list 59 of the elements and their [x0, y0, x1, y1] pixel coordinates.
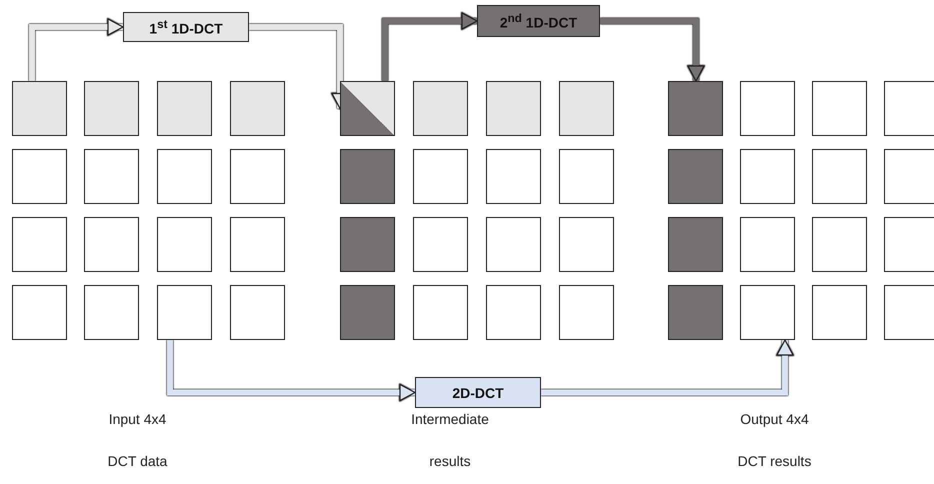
grid-cell	[230, 285, 285, 340]
grid-cell	[486, 217, 541, 272]
grid-cell	[740, 217, 795, 272]
grid-cell	[12, 285, 67, 340]
arrow	[600, 18, 705, 82]
grid-cell	[559, 217, 614, 272]
grid-cell	[884, 149, 934, 204]
grid-cell	[559, 285, 614, 340]
grid-cell	[884, 81, 934, 136]
grid-cell	[84, 217, 139, 272]
caption-text: Output 4x4 DCT results	[736, 410, 812, 471]
grid-cell	[559, 149, 614, 204]
arrow	[541, 339, 794, 396]
grid-cell	[668, 285, 723, 340]
process-box: 2$^{nd}$ 1D-DCT	[477, 5, 600, 37]
grid-cell	[559, 81, 614, 136]
grid-cell	[340, 285, 395, 340]
grid-cell	[157, 149, 212, 204]
arrow	[167, 340, 416, 402]
arrow	[382, 12, 478, 81]
grid-cell	[812, 81, 867, 136]
grid-cell	[812, 285, 867, 340]
grid-cell	[812, 149, 867, 204]
grid-cell	[84, 285, 139, 340]
grid-cell	[486, 81, 541, 136]
grid-cell	[884, 285, 934, 340]
grid-cell	[413, 81, 468, 136]
grid-cell	[812, 217, 867, 272]
process-box: 1$^{st}$ 1D-DCT	[123, 12, 249, 42]
grid-cell	[740, 285, 795, 340]
grid-cell	[230, 217, 285, 272]
grid-cell	[740, 149, 795, 204]
grid-cell	[12, 81, 67, 136]
grid-cell	[413, 149, 468, 204]
grid-cell	[486, 149, 541, 204]
grid-cell	[157, 81, 212, 136]
grid-cell	[486, 285, 541, 340]
process-box: 2D-DCT	[415, 377, 541, 408]
grid-cell	[230, 81, 285, 136]
grid-cell	[340, 81, 395, 136]
grid-cell	[340, 217, 395, 272]
grid-cell	[884, 217, 934, 272]
grid-cell	[668, 217, 723, 272]
grid-cell	[668, 149, 723, 204]
arrow	[29, 18, 124, 81]
grid-cell	[340, 149, 395, 204]
caption-text: Input 4x4 DCT data	[106, 410, 168, 471]
grid-cell	[12, 217, 67, 272]
grid-cell	[157, 217, 212, 272]
grid-cell	[413, 285, 468, 340]
grid-cell	[157, 285, 212, 340]
grid-cell	[84, 149, 139, 204]
grid-cell	[230, 149, 285, 204]
grid-cell	[12, 149, 67, 204]
grid-cell	[413, 217, 468, 272]
grid-cell	[740, 81, 795, 136]
grid-cell	[84, 81, 139, 136]
grid-cell	[668, 81, 723, 136]
caption-text: Intermediate results	[410, 410, 490, 471]
